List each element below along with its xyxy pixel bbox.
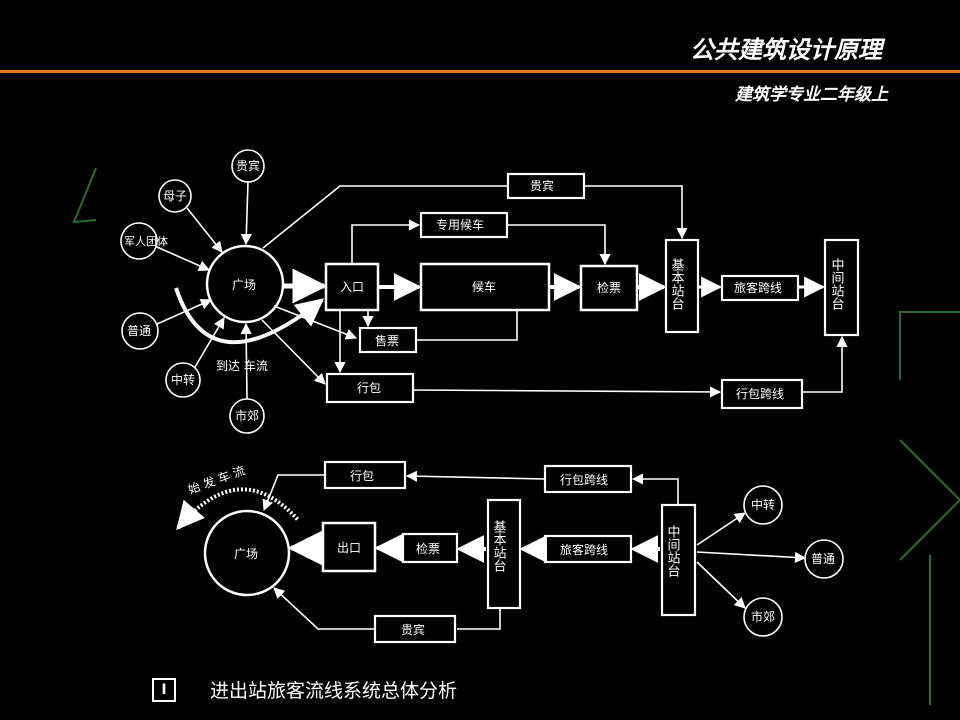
luggage-label-top: 行包	[357, 381, 381, 395]
source-military-circle	[120, 222, 158, 260]
special-wait-label: 专用候车	[436, 217, 484, 232]
figure-caption: I 进出站旅客流线系统总体分析	[152, 676, 457, 703]
source-suburb-label: 市郊	[235, 408, 259, 423]
dest-suburb-circle	[743, 597, 783, 637]
source-vip-label: 贵宾	[236, 158, 260, 173]
course-subtitle: 建筑学专业二年级上	[735, 85, 888, 105]
plaza-label-bottom: 广场	[234, 547, 258, 561]
top-diagram	[120, 149, 860, 434]
plaza-circle-top	[205, 244, 285, 324]
source-mother-child-label: 母子	[163, 189, 187, 203]
course-title: 公共建筑设计原理	[690, 35, 882, 64]
bottom-diagram	[176, 460, 844, 644]
ticket-check-label-bottom: 检票	[416, 541, 440, 556]
figure-caption-text: 进出站旅客流线系统总体分析	[210, 680, 458, 702]
luggage-bridge-box-top	[720, 378, 804, 410]
header-divider	[0, 70, 960, 73]
passenger-bridge-label-top: 旅客跨线	[734, 280, 782, 295]
dest-transfer-circle	[743, 485, 783, 525]
middle-platform-label-top: 中间站台	[829, 258, 845, 310]
middle-platform-label-bottom: 中间站台	[665, 525, 681, 577]
arrival-flow-label: 到达 车流	[216, 358, 268, 373]
entrance-label: 入口	[340, 280, 364, 294]
platform-label-top: 基本站台	[669, 258, 685, 310]
luggage-label-bottom: 行包	[350, 469, 374, 483]
plaza-label-top: 广场	[232, 278, 256, 292]
luggage-box-top	[325, 372, 415, 404]
ticket-check-label-top: 检票	[597, 280, 621, 295]
source-regular-label: 普通	[127, 324, 151, 338]
luggage-bridge-label-top: 行包跨线	[736, 387, 784, 401]
platform-label-bottom: 基本站台	[491, 520, 507, 572]
dest-regular-label: 普通	[811, 552, 835, 566]
source-transfer-circle	[165, 362, 201, 398]
departure-flow-label: 始 发 车 流	[186, 462, 247, 496]
dest-suburb-label: 市郊	[751, 609, 775, 624]
waiting-label: 候车	[472, 279, 496, 294]
ticket-sale-label: 售票	[375, 333, 399, 348]
vip-label-bottom: 贵宾	[401, 622, 425, 637]
source-transfer-label: 中转	[171, 372, 195, 387]
decorative-green-lines	[72, 167, 960, 705]
dest-transfer-label: 中转	[751, 497, 775, 512]
luggage-bridge-label-bottom: 行包跨线	[560, 473, 608, 487]
source-military-label: 军人团体	[124, 234, 168, 248]
exit-label: 出口	[337, 541, 361, 555]
source-mother-child-circle	[158, 179, 192, 213]
passenger-bridge-label-bottom: 旅客跨线	[560, 542, 608, 557]
vip-label-top: 贵宾	[530, 178, 554, 193]
figure-number: I	[152, 677, 176, 702]
source-regular-circle	[121, 312, 159, 350]
